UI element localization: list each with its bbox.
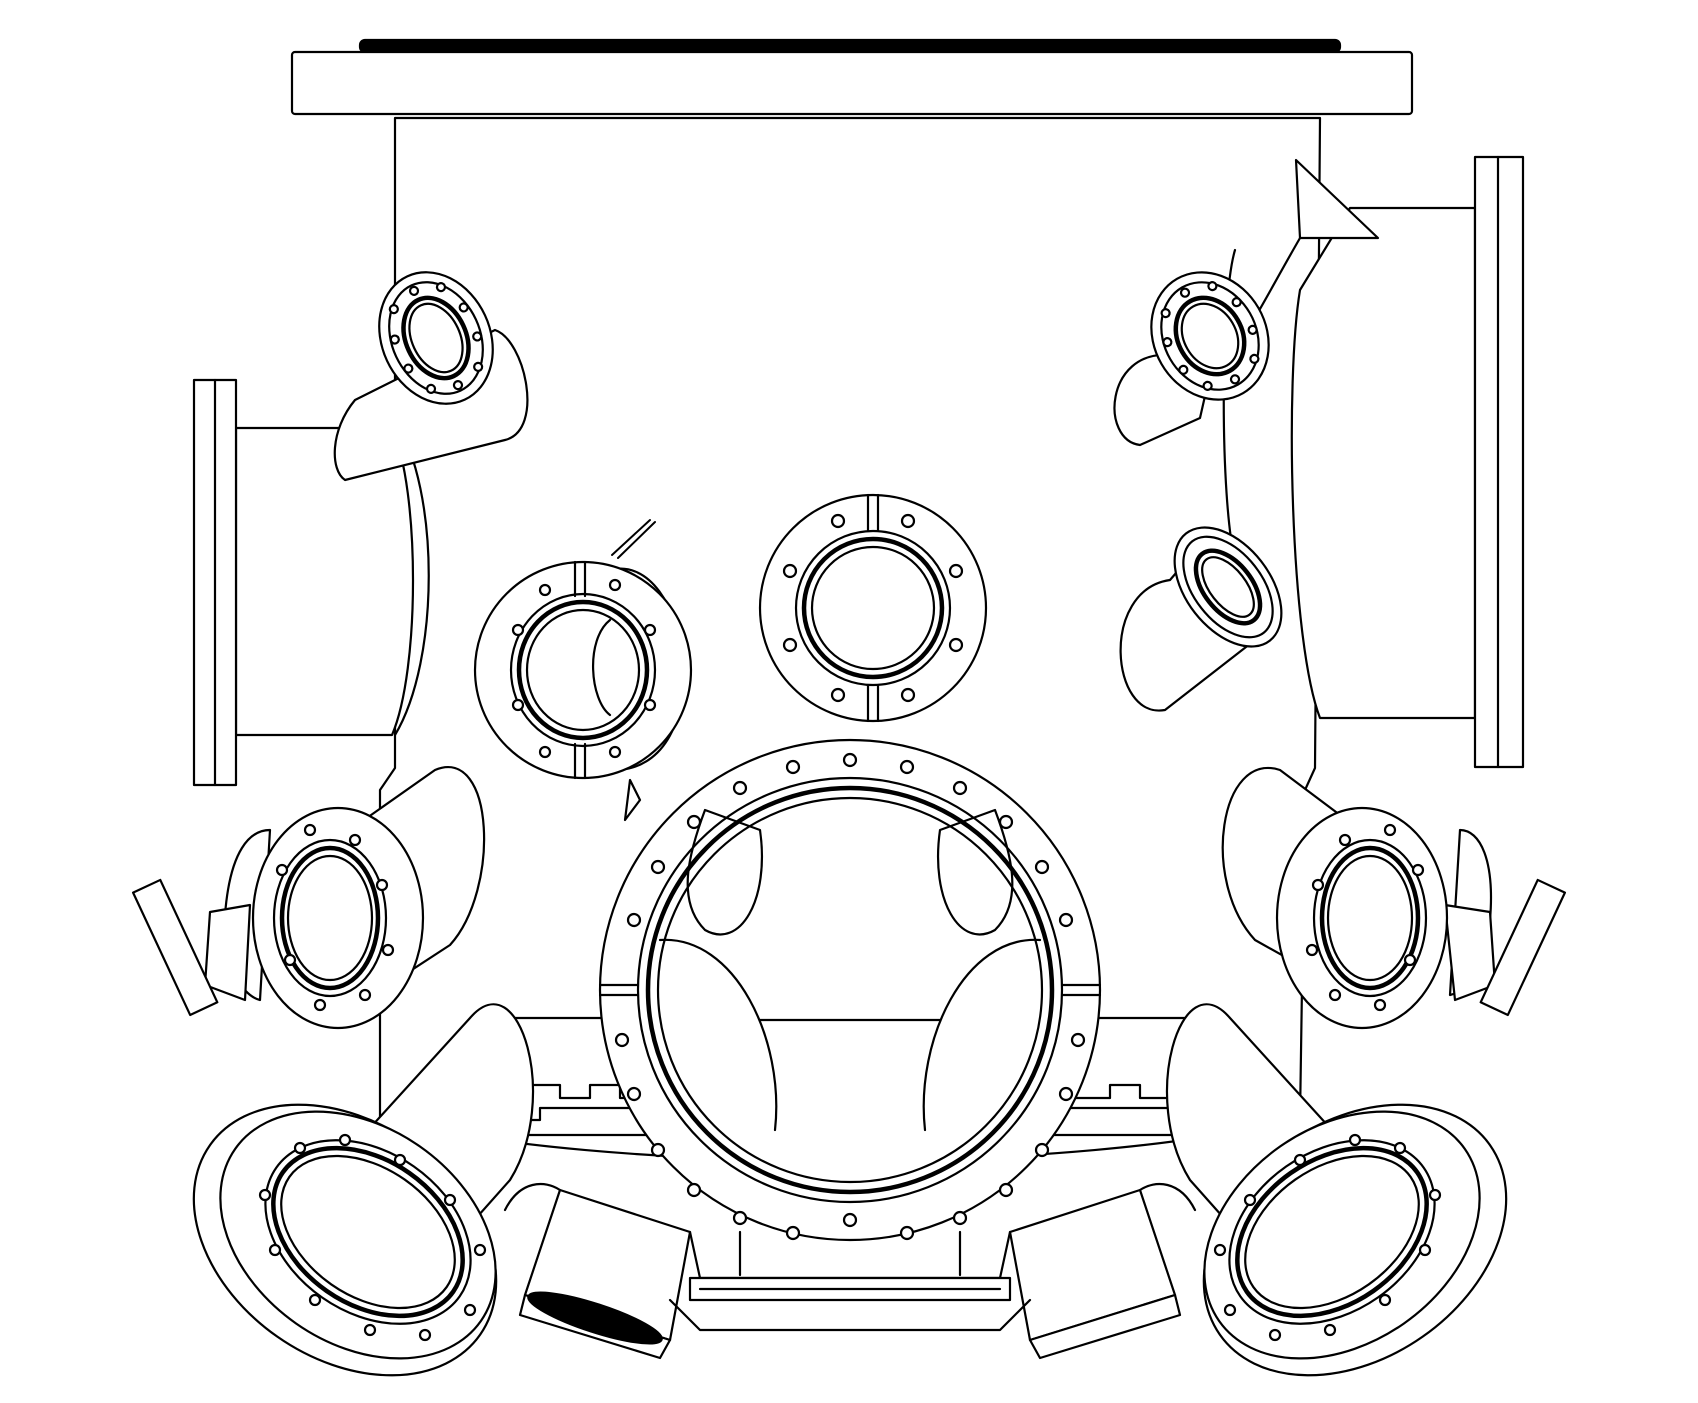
center-top-viewport — [760, 495, 986, 721]
upper-left-angled-port — [335, 254, 528, 480]
lower-right-angled-port — [1223, 768, 1565, 1028]
center-left-viewport — [475, 520, 691, 820]
left-side-port — [194, 380, 413, 785]
top-lid-flange — [292, 40, 1412, 114]
main-front-port — [600, 740, 1100, 1240]
right-side-port — [1245, 157, 1523, 767]
bottom-center-ports — [505, 1184, 1195, 1358]
base-plate — [670, 1278, 1030, 1330]
bottom-left-large-port — [142, 1004, 548, 1403]
upper-right-angled-port — [1115, 251, 1292, 445]
lower-left-angled-port — [133, 767, 484, 1028]
right-mid-angled-port — [1121, 508, 1303, 711]
bottom-right-large-port — [1152, 1004, 1558, 1403]
